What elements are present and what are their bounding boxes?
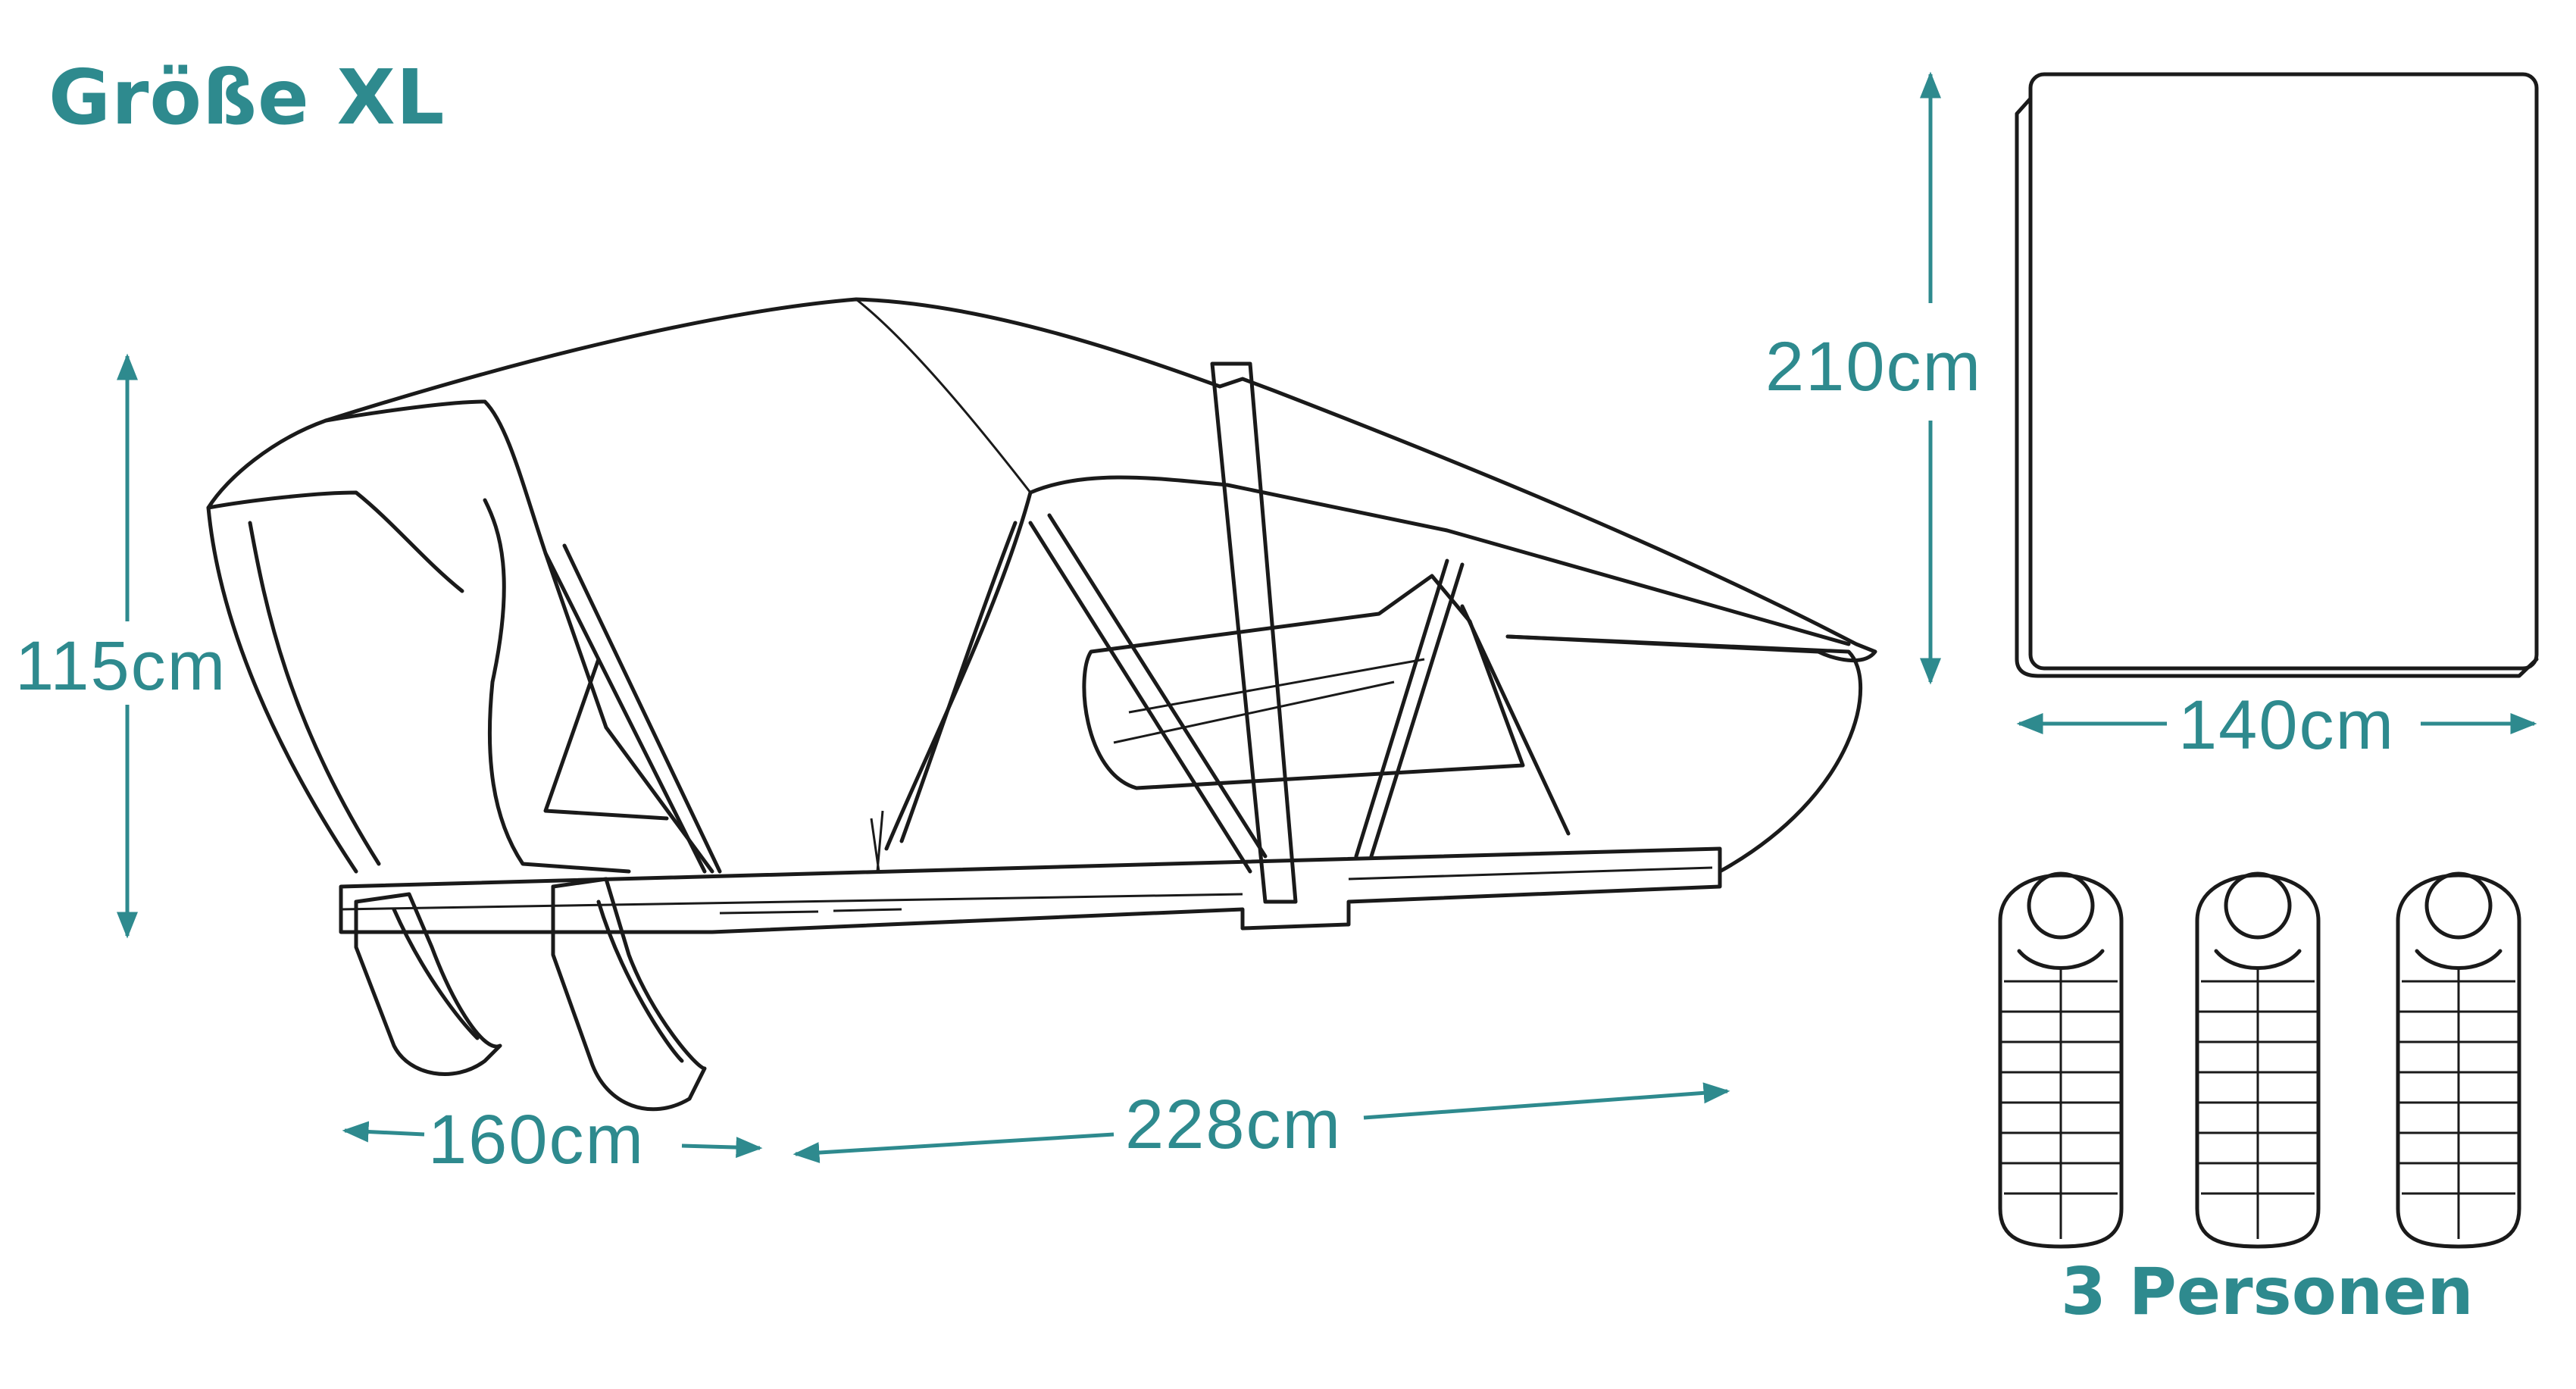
mounting-bracket-right [551,877,707,1112]
sleeping-bag-icon [2195,871,2321,1249]
length-label: 228cm [1125,1086,1342,1163]
front-width-label: 160cm [428,1101,645,1178]
mounting-bracket-left [354,892,502,1076]
support-pole [1210,361,1298,904]
mattress-outline [2015,72,2539,678]
roof-tent-illustration [206,297,1877,1112]
front-window [483,498,631,874]
height-label: 115cm [15,627,227,705]
base-rail [339,846,1722,934]
side-window [1082,574,1525,790]
sleeping-bag-icon [1998,871,2124,1249]
front-arch [206,418,358,874]
size-title: Größe XL [48,53,445,142]
capacity-label: 3 Personen [2061,1254,2474,1330]
sleeping-bag-icon [2396,871,2521,1249]
mattress-length-label: 210cm [1765,328,1982,405]
tent-canopy [324,297,1877,663]
mattress-width-label: 140cm [2178,687,2395,764]
